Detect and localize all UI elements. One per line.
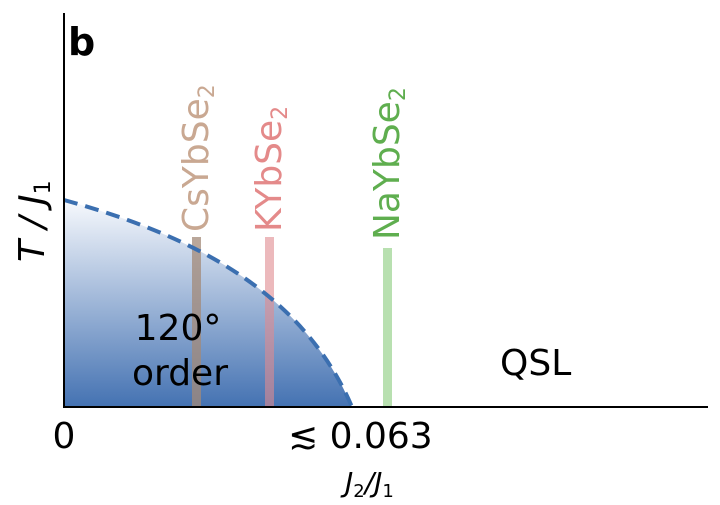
region-label-120-order: 120° bbox=[135, 308, 222, 349]
panel-label: b bbox=[68, 20, 95, 64]
region-label-order: order bbox=[132, 353, 228, 394]
naybse2-marker bbox=[383, 248, 392, 407]
csybse2-marker bbox=[192, 237, 201, 407]
material-label-naybse2: NaYbSe2 bbox=[367, 87, 411, 240]
y-axis-label: T / J1 bbox=[12, 180, 56, 262]
material-label-kybse2: KYbSe2 bbox=[249, 106, 293, 232]
x-tick-critical: ≲ 0.063 bbox=[288, 416, 433, 457]
x-tick-zero: 0 bbox=[53, 416, 76, 457]
kybse2-marker bbox=[265, 237, 274, 407]
material-label-csybse2: CsYbSe2 bbox=[176, 84, 220, 232]
phase-boundary-dashed bbox=[63, 198, 354, 408]
region-label-qsl: QSL bbox=[500, 343, 571, 384]
ordered-phase-region bbox=[64, 200, 352, 407]
x-axis-label: J2/J1 bbox=[340, 466, 394, 502]
